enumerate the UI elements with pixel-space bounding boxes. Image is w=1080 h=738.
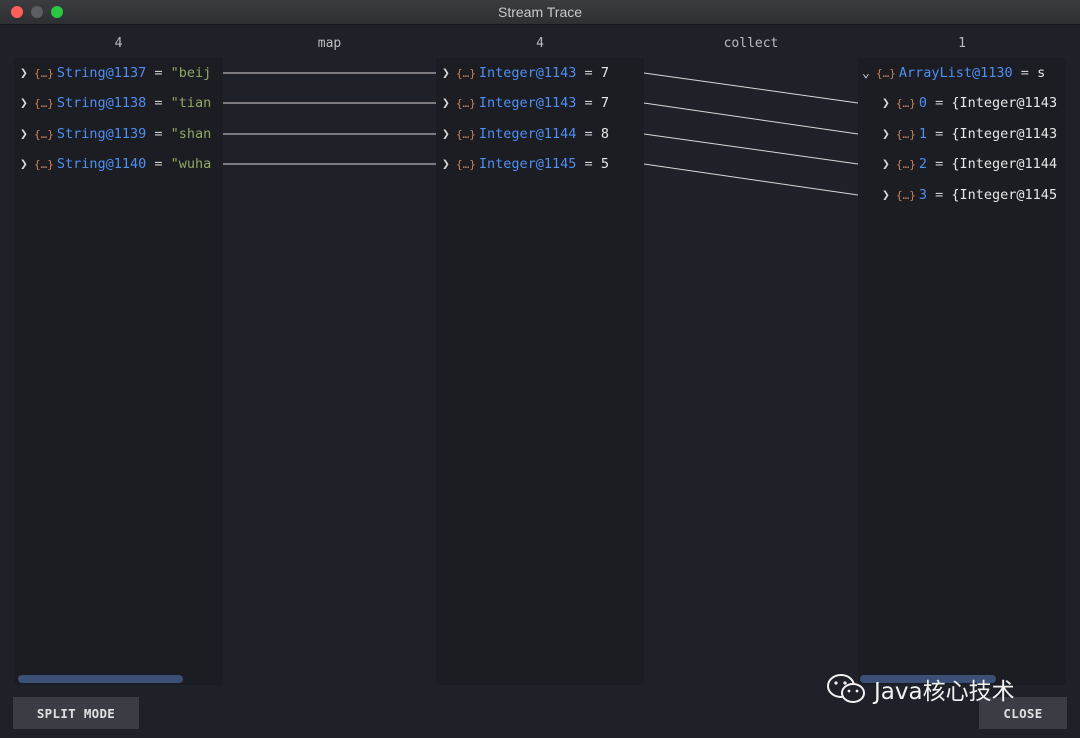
close-button[interactable]: CLOSE [979,697,1067,729]
object-icon: {…} [876,67,896,80]
tree-row-child[interactable]: ❯{…}1 = {Integer@1143 [882,123,1057,145]
chevron-right-icon[interactable]: ❯ [20,96,28,111]
window-close-button[interactable] [11,6,23,18]
tree-row[interactable]: ❯{…}Integer@1143 = 7 [442,62,609,84]
object-icon: {…} [896,189,916,202]
right-count-header: 1 [958,36,966,51]
object-icon: {…} [456,97,476,110]
horizontal-scrollbar[interactable] [18,675,183,683]
object-icon: {…} [34,97,54,110]
window-minimize-button[interactable] [31,6,43,18]
mid-count-header: 4 [536,36,544,51]
object-icon: {…} [896,97,916,110]
window-maximize-button[interactable] [51,6,63,18]
chevron-right-icon[interactable]: ❯ [20,127,28,142]
chevron-right-icon[interactable]: ❯ [882,157,890,172]
chevron-right-icon[interactable]: ❯ [882,188,890,203]
left-count-header: 4 [114,36,123,51]
tree-row[interactable]: ❯{…}Integer@1145 = 5 [442,153,609,175]
tree-row-root[interactable]: ⌄{…}ArrayList@1130 = s [862,62,1045,84]
source-values-panel[interactable]: ❯{…}String@1137 = "beij ❯{…}String@1138 … [14,58,223,685]
chevron-right-icon[interactable]: ❯ [20,66,28,81]
object-icon: {…} [34,158,54,171]
chevron-right-icon[interactable]: ❯ [442,157,450,172]
object-icon: {…} [456,67,476,80]
watermark: Java核心技术 [826,672,1015,706]
tree-row[interactable]: ❯{…}String@1140 = "wuha [20,153,211,175]
object-icon: {…} [896,158,916,171]
tree-row[interactable]: ❯{…}Integer@1144 = 8 [442,123,609,145]
map-operation-label: map [317,36,342,51]
chevron-right-icon[interactable]: ❯ [442,96,450,111]
object-icon: {…} [34,128,54,141]
tree-row-child[interactable]: ❯{…}3 = {Integer@1145 [882,184,1057,206]
tree-row-child[interactable]: ❯{…}2 = {Integer@1144 [882,153,1057,175]
split-mode-button[interactable]: SPLIT MODE [13,697,139,729]
collect-link-3 [643,163,859,196]
collect-link-1 [643,102,859,135]
chevron-right-icon[interactable]: ❯ [442,66,450,81]
chevron-right-icon[interactable]: ❯ [882,127,890,142]
tree-row[interactable]: ❯{…}String@1139 = "shan [20,123,211,145]
mapped-values-panel[interactable]: ❯{…}Integer@1143 = 7 ❯{…}Integer@1143 = … [436,58,644,685]
collect-link-0 [643,72,859,104]
collect-link-2 [643,133,859,165]
tree-row[interactable]: ❯{…}String@1138 = "tian [20,92,211,114]
object-icon: {…} [456,158,476,171]
chevron-right-icon[interactable]: ❯ [442,127,450,142]
horizontal-scrollbar[interactable] [860,675,996,683]
collect-operation-label: collect [723,36,779,51]
object-icon: {…} [34,67,54,80]
watermark-text: Java核心技术 [874,679,1015,705]
chevron-right-icon[interactable]: ❯ [882,96,890,111]
window-title: Stream Trace [497,4,583,20]
chevron-down-icon[interactable]: ⌄ [862,66,870,81]
wechat-icon [827,674,865,703]
object-icon: {…} [896,128,916,141]
chevron-right-icon[interactable]: ❯ [20,157,28,172]
title-bar: Stream Trace [0,0,1080,25]
tree-row-child[interactable]: ❯{…}0 = {Integer@1143 [882,92,1057,114]
object-icon: {…} [456,128,476,141]
tree-row[interactable]: ❯{…}String@1137 = "beij [20,62,211,84]
collected-result-panel[interactable]: ⌄{…}ArrayList@1130 = s ❯{…}0 = {Integer@… [858,58,1066,685]
tree-row[interactable]: ❯{…}Integer@1143 = 7 [442,92,609,114]
